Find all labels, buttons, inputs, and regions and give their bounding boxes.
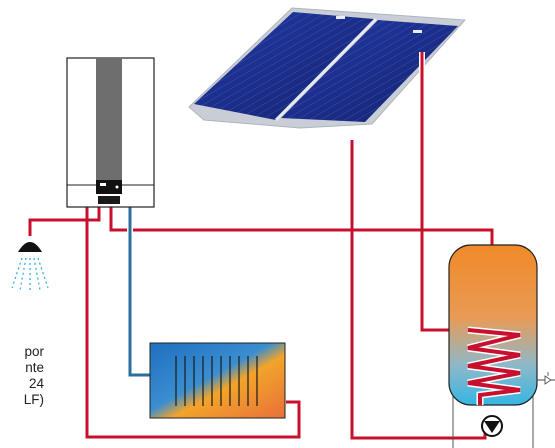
solar-panel-icon	[188, 7, 467, 129]
side-caption: por nte 24 LF)	[0, 344, 44, 408]
side-caption-line-1: por	[24, 344, 44, 359]
return-pipe	[127, 205, 150, 378]
circulation-pump-icon	[481, 415, 503, 437]
side-caption-line-3: 24	[28, 376, 44, 391]
wall-boiler-icon	[66, 57, 155, 208]
radiator-icon	[149, 342, 286, 419]
storage-tank-icon	[448, 244, 555, 448]
tap-outlet-icon	[537, 372, 555, 385]
side-caption-line-4: LF)	[23, 392, 44, 407]
side-caption-line-2: nte	[25, 360, 44, 375]
heat-exchanger-coil	[467, 326, 521, 405]
shower-head-icon	[11, 242, 49, 292]
